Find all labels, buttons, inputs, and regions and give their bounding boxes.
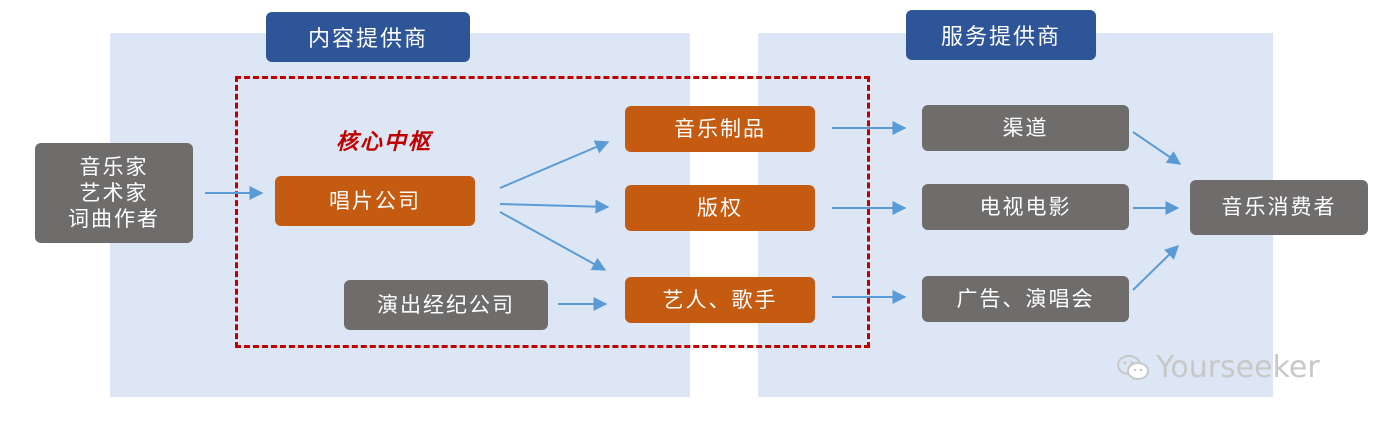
artists-node: 艺人、歌手 — [625, 277, 815, 323]
arrow-record-to-artists — [499, 211, 607, 271]
creators-line-1: 音乐家 — [79, 154, 149, 179]
creators-line-3: 词曲作者 — [68, 207, 160, 232]
tv-film-node: 电视电影 — [922, 184, 1129, 230]
watermark-text: Yourseeker — [1156, 350, 1320, 385]
arrow-ads-to-consumers — [1132, 245, 1180, 291]
copyright-node: 版权 — [625, 185, 815, 231]
arrow-record-to-copyright — [499, 199, 610, 214]
watermark: Yourseeker — [1116, 350, 1320, 385]
arrow-record-to-products — [499, 140, 610, 189]
core-hub-label: 核心中枢 — [336, 129, 433, 155]
wechat-icon — [1117, 354, 1149, 380]
content-provider-header: 内容提供商 — [266, 12, 470, 62]
channels-node: 渠道 — [922, 105, 1129, 151]
creators-line-2: 艺术家 — [79, 180, 149, 205]
music-products-node: 音乐制品 — [625, 106, 815, 152]
consumers-node: 音乐消费者 — [1190, 180, 1368, 235]
core-hub-dashed-region — [235, 76, 870, 348]
agency-node: 演出经纪公司 — [344, 280, 548, 330]
record-company-node: 唱片公司 — [275, 176, 475, 226]
service-provider-header: 服务提供商 — [906, 10, 1096, 60]
ads-concerts-node: 广告、演唱会 — [922, 276, 1129, 322]
creators-node: 音乐家 艺术家 词曲作者 — [35, 143, 193, 243]
arrow-channels-to-consumers — [1132, 131, 1182, 165]
